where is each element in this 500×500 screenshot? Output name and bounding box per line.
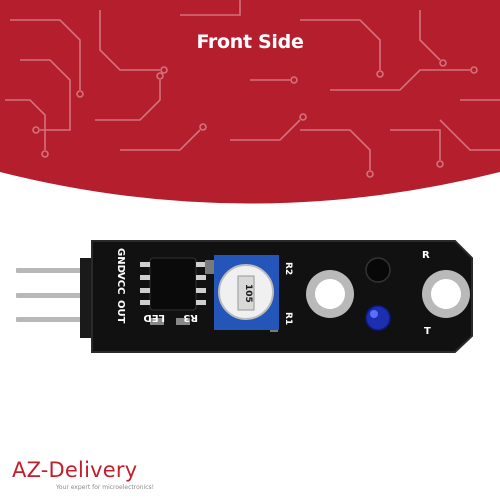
label-r2: R2 [283, 262, 293, 275]
label-led: LED [143, 312, 165, 323]
pin-header [16, 258, 98, 338]
brand-tagline: Your expert for microelectronics! [56, 484, 155, 491]
banner-title: Front Side [196, 31, 304, 53]
pin-label-out: OUT [115, 300, 126, 324]
label-t: T [424, 326, 431, 337]
circuit-banner [0, 0, 500, 204]
pin-label-gnd: GND [115, 248, 126, 273]
brand-name: AZ-Delivery [12, 458, 138, 482]
sensor-module: GND VCC OUT R3 LED 105 R2 R1 R T [16, 240, 473, 353]
pin-label-vcc: VCC [115, 272, 126, 294]
brand-logo: AZ-Delivery Your expert for microelectro… [12, 458, 192, 492]
label-r1: R1 [283, 312, 293, 325]
label-r3: R3 [183, 312, 198, 323]
label-r: R [422, 250, 430, 261]
pot-label: 105 [243, 284, 253, 303]
